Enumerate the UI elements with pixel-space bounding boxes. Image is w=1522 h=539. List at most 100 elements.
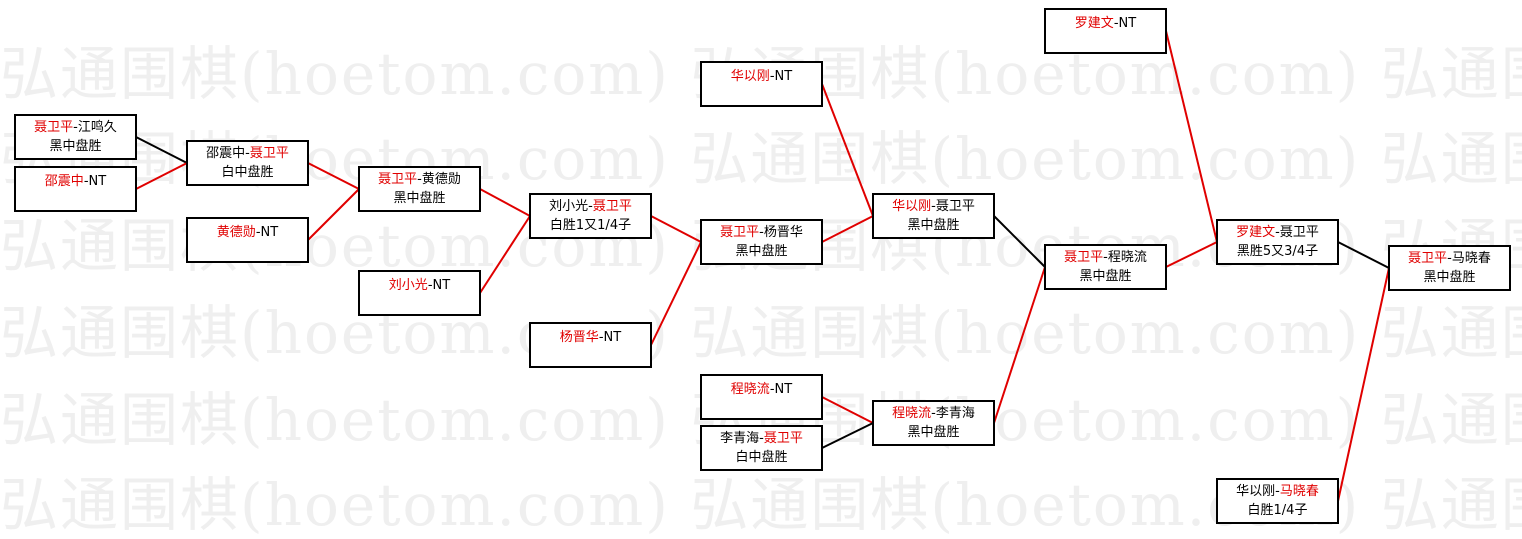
player-2: 聂卫平 — [592, 199, 632, 214]
match-result: 黑中盘胜 — [907, 425, 960, 440]
player-2: NT — [603, 330, 622, 345]
match-players: 李青海-聂卫平 — [720, 429, 803, 448]
match-players: 聂卫平-黄德勋 — [378, 170, 461, 189]
player-1: 华以刚 — [730, 69, 770, 84]
match-box: 罗建文-NT — [1044, 8, 1167, 54]
player-2: 程晓流 — [1107, 250, 1147, 265]
match-box: 华以刚-NT — [700, 61, 823, 107]
match-box: 聂卫平-马晓春 黑中盘胜 — [1388, 245, 1511, 291]
match-result: 黑中盘胜 — [393, 191, 446, 206]
separator: - — [759, 431, 764, 446]
separator: - — [1113, 16, 1119, 31]
match-box: 程晓流-NT — [700, 374, 823, 420]
bracket-connector — [650, 241, 702, 346]
player-1: 程晓流 — [892, 406, 932, 421]
bracket-connector — [479, 188, 531, 217]
separator: - — [769, 382, 775, 397]
player-1: 聂卫平 — [378, 172, 418, 187]
match-players: 聂卫平-杨晋华 — [720, 223, 803, 242]
match-players: 华以刚-聂卫平 — [892, 197, 975, 216]
bracket-connector — [993, 266, 1046, 424]
player-1: 华以刚 — [1236, 484, 1276, 499]
player-1: 程晓流 — [730, 382, 770, 397]
bracket-connector — [307, 188, 360, 241]
player-2: NT — [260, 225, 279, 240]
bracket-connector — [821, 422, 874, 449]
match-box: 黄德勋-NT — [186, 217, 309, 263]
match-players: 程晓流-NT — [731, 380, 792, 399]
match-box: 聂卫平-程晓流 黑中盘胜 — [1044, 244, 1167, 290]
match-box: 杨晋华-NT — [529, 322, 652, 368]
bracket-connector — [135, 162, 188, 190]
separator: - — [588, 199, 593, 214]
separator: - — [245, 146, 250, 161]
player-2: 聂卫平 — [249, 146, 289, 161]
match-players: 邵震中-聂卫平 — [206, 144, 289, 163]
player-2: 李青海 — [935, 406, 975, 421]
match-box: 刘小光-NT — [358, 270, 481, 316]
player-2: NT — [774, 382, 793, 397]
match-box: 邵震中-聂卫平 白中盘胜 — [186, 140, 309, 186]
match-players: 黄德勋-NT — [217, 223, 278, 242]
match-box: 刘小光-聂卫平 白胜1又1/4子 — [529, 193, 652, 239]
bracket-connector — [1165, 30, 1218, 243]
bracket-connector — [650, 215, 702, 243]
match-result: 白胜1又1/4子 — [549, 218, 632, 233]
match-box: 李青海-聂卫平 白中盘胜 — [700, 425, 823, 471]
player-1: 聂卫平 — [1064, 250, 1104, 265]
match-players: 刘小光-聂卫平 — [549, 197, 632, 216]
player-1: 罗建文 — [1074, 16, 1114, 31]
separator: - — [83, 174, 89, 189]
separator: - — [1103, 250, 1108, 265]
match-box: 程晓流-李青海 黑中盘胜 — [872, 400, 995, 446]
player-1: 聂卫平 — [720, 225, 760, 240]
match-result: 黑中盘胜 — [735, 244, 788, 259]
player-1: 邵震中 — [44, 174, 84, 189]
match-players: 聂卫平-江鸣久 — [34, 118, 117, 137]
separator: - — [1275, 225, 1280, 240]
player-1: 刘小光 — [388, 278, 428, 293]
match-players: 罗建文-NT — [1075, 14, 1136, 33]
separator: - — [931, 199, 936, 214]
match-result: 黑中盘胜 — [907, 218, 960, 233]
player-2: NT — [88, 174, 107, 189]
player-2: 江鸣久 — [77, 120, 117, 135]
bracket-connector — [479, 215, 531, 294]
separator: - — [931, 406, 936, 421]
match-box: 聂卫平-杨晋华 黑中盘胜 — [700, 219, 823, 265]
match-players: 聂卫平-程晓流 — [1064, 248, 1147, 267]
separator: - — [759, 225, 764, 240]
player-2: 马晓春 — [1279, 484, 1319, 499]
player-2: NT — [432, 278, 451, 293]
match-result: 黑中盘胜 — [49, 139, 102, 154]
match-result: 黑中盘胜 — [1423, 270, 1476, 285]
match-box: 聂卫平-黄德勋 黑中盘胜 — [358, 166, 481, 212]
separator: - — [427, 278, 433, 293]
player-1: 华以刚 — [892, 199, 932, 214]
separator: - — [417, 172, 422, 187]
player-1: 聂卫平 — [34, 120, 74, 135]
player-2: NT — [1118, 16, 1137, 31]
bracket-connector — [1337, 241, 1390, 269]
bracket-connector — [307, 162, 360, 190]
player-2: 聂卫平 — [935, 199, 975, 214]
player-2: 杨晋华 — [763, 225, 803, 240]
match-players: 聂卫平-马晓春 — [1408, 249, 1491, 268]
match-box: 聂卫平-江鸣久 黑中盘胜 — [14, 114, 137, 160]
match-players: 杨晋华-NT — [560, 328, 621, 347]
player-1: 聂卫平 — [1408, 251, 1448, 266]
bracket-connector — [135, 136, 188, 164]
separator: - — [1275, 484, 1280, 499]
player-1: 邵震中 — [206, 146, 246, 161]
separator: - — [1447, 251, 1452, 266]
match-players: 程晓流-李青海 — [892, 404, 975, 423]
player-1: 刘小光 — [549, 199, 589, 214]
match-players: 罗建文-聂卫平 — [1236, 223, 1319, 242]
player-1: 黄德勋 — [216, 225, 256, 240]
bracket-connector — [993, 215, 1046, 268]
match-box: 罗建文-聂卫平 黑胜5又3/4子 — [1216, 219, 1339, 265]
player-1: 杨晋华 — [559, 330, 599, 345]
bracket-connector — [1337, 267, 1390, 502]
bracket-connector — [821, 215, 874, 243]
